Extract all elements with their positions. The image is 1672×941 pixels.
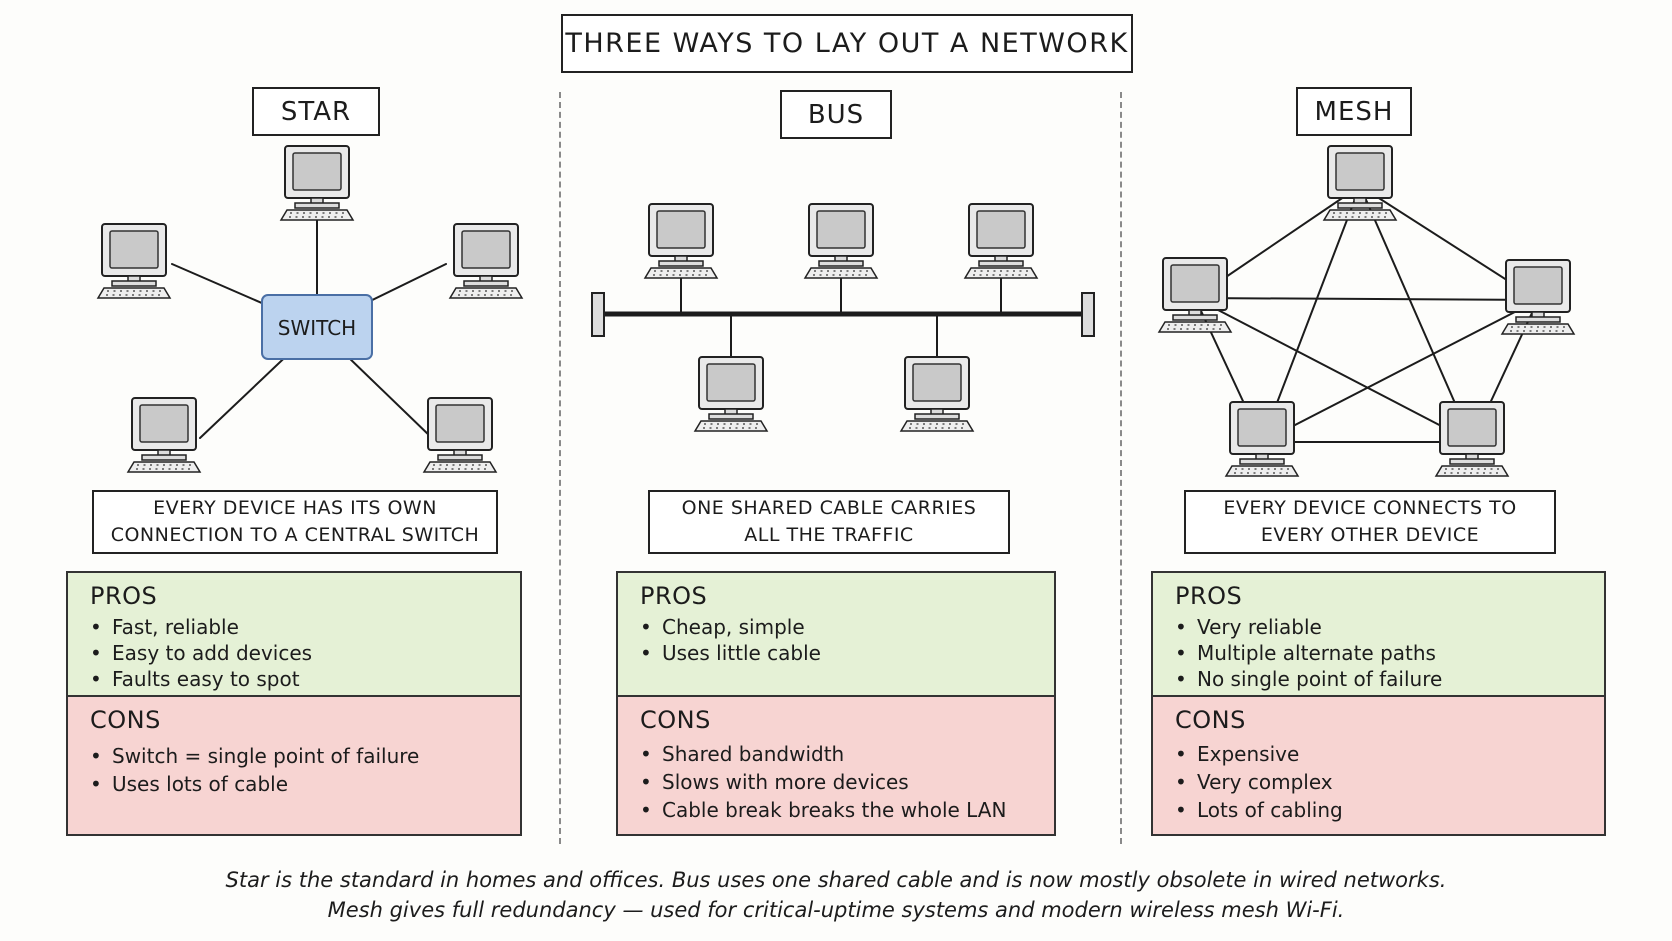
star-label: STAR: [252, 87, 380, 136]
computer-icon: [963, 203, 1039, 279]
list-item: Switch = single point of failure: [90, 742, 520, 770]
computer-icon: [96, 223, 172, 299]
mesh-cons-panel: CONS Expensive Very complex Lots of cabl…: [1151, 695, 1606, 836]
mesh-desc-line-1: EVERY DEVICE CONNECTS TO: [1223, 497, 1517, 519]
bus-connections: [591, 277, 1095, 358]
bus-desc-line-1: ONE SHARED CABLE CARRIES: [681, 497, 977, 519]
list-item: Multiple alternate paths: [1175, 640, 1604, 666]
divider-right: [1120, 92, 1122, 844]
mesh-description: EVERY DEVICE CONNECTS TO EVERY OTHER DEV…: [1184, 490, 1556, 554]
caption: Star is the standard in homes and office…: [0, 865, 1672, 925]
computer-icon: [643, 203, 719, 279]
caption-line-1: Star is the standard in homes and office…: [225, 868, 1447, 892]
list-item: No single point of failure: [1175, 666, 1604, 692]
caption-line-2: Mesh gives full redundancy — used for cr…: [327, 898, 1345, 922]
star-pros-panel: PROS Fast, reliable Easy to add devices …: [66, 571, 522, 695]
computer-icon: [899, 356, 975, 432]
mesh-desc-line-2: EVERY OTHER DEVICE: [1260, 524, 1480, 546]
star-desc-line-1: EVERY DEVICE HAS ITS OWN: [153, 497, 437, 519]
bus-pros-panel: PROS Cheap, simple Uses little cable: [616, 571, 1056, 695]
divider-left: [559, 92, 561, 844]
mesh-label: MESH: [1296, 87, 1412, 136]
computer-icon: [1434, 401, 1510, 477]
bus-cons-panel: CONS Shared bandwidth Slows with more de…: [616, 695, 1056, 836]
star-description: EVERY DEVICE HAS ITS OWN CONNECTION TO A…: [92, 490, 498, 554]
list-item: Fast, reliable: [90, 614, 520, 640]
list-item: Very reliable: [1175, 614, 1604, 640]
computer-icon: [1500, 259, 1576, 335]
mesh-pros-panel: PROS Very reliable Multiple alternate pa…: [1151, 571, 1606, 695]
bus-label: BUS: [780, 90, 892, 139]
bus-desc-line-2: ALL THE TRAFFIC: [744, 524, 914, 546]
star-cons-title: CONS: [90, 706, 161, 734]
cable-terminator-icon: [1081, 292, 1095, 337]
list-item: Slows with more devices: [640, 768, 1054, 796]
computer-icon: [448, 223, 524, 299]
bus-pros-title: PROS: [640, 582, 708, 610]
computer-icon: [693, 356, 769, 432]
star-pros-title: PROS: [90, 582, 158, 610]
list-item: Easy to add devices: [90, 640, 520, 666]
list-item: Lots of cabling: [1175, 796, 1604, 824]
computers: [96, 145, 1576, 477]
star-desc-line-2: CONNECTION TO A CENTRAL SWITCH: [110, 524, 480, 546]
computer-icon: [1322, 145, 1398, 221]
list-item: Uses lots of cable: [90, 770, 520, 798]
computer-icon: [803, 203, 879, 279]
list-item: Expensive: [1175, 740, 1604, 768]
mesh-pros-title: PROS: [1175, 582, 1243, 610]
list-item: Faults easy to spot: [90, 666, 520, 692]
mesh-cons-title: CONS: [1175, 706, 1246, 734]
computer-icon: [1157, 257, 1233, 333]
bus-cons-title: CONS: [640, 706, 711, 734]
list-item: Uses little cable: [640, 640, 1054, 666]
computer-icon: [279, 145, 355, 221]
list-item: Shared bandwidth: [640, 740, 1054, 768]
page-title: THREE WAYS TO LAY OUT A NETWORK: [561, 14, 1133, 73]
switch-label: SWITCH: [278, 316, 356, 340]
computer-icon: [422, 397, 498, 473]
switch-icon: SWITCH: [261, 294, 373, 360]
computer-icon: [1224, 401, 1300, 477]
list-item: Very complex: [1175, 768, 1604, 796]
list-item: Cheap, simple: [640, 614, 1054, 640]
list-item: Cable break breaks the whole LAN: [640, 796, 1054, 824]
computer-icon: [126, 397, 202, 473]
cable-terminator-icon: [591, 292, 605, 337]
bus-description: ONE SHARED CABLE CARRIES ALL THE TRAFFIC: [648, 490, 1010, 554]
star-cons-panel: CONS Switch = single point of failure Us…: [66, 695, 522, 836]
